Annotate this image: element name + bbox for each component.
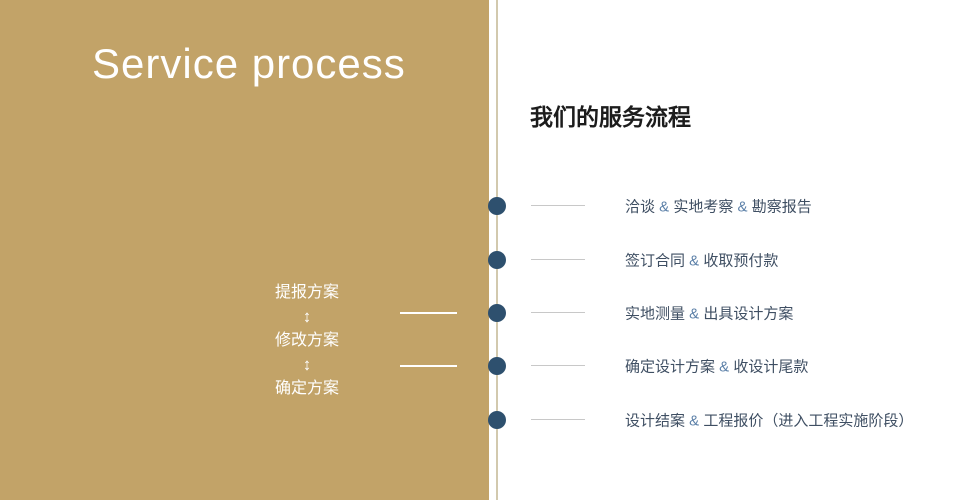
timeline-item-label: 签订合同 & 收取预付款: [625, 252, 779, 270]
timeline-dot: [488, 197, 506, 215]
cycle-step-label: 修改方案: [274, 332, 339, 349]
timeline-tick-line: [531, 419, 585, 420]
timeline-item-label: 确定设计方案 & 收设计尾款: [625, 358, 809, 376]
timeline-item-label: 设计结案 & 工程报价（进入工程实施阶段）: [625, 412, 914, 430]
timeline-tick-line: [531, 312, 585, 313]
ampersand-separator: &: [689, 252, 700, 270]
up-down-arrow-icon: ↕: [302, 355, 312, 374]
timeline-dot: [488, 304, 506, 322]
cycle-step-label: 确定方案: [274, 380, 339, 397]
timeline-dot: [488, 357, 506, 375]
ampersand-separator: &: [719, 358, 730, 376]
timeline-tick-line: [531, 259, 585, 260]
ampersand-separator: &: [689, 412, 700, 430]
page-title: Service process: [92, 40, 406, 87]
timeline-tick-line: [531, 365, 585, 366]
section-heading: 我们的服务流程: [530, 104, 691, 130]
ampersand-separator: &: [737, 198, 748, 216]
ampersand-separator: &: [689, 305, 700, 323]
plan-cycle: 提报方案 ↕ 修改方案 ↕ 确定方案: [252, 282, 362, 400]
timeline-tick-line: [531, 205, 585, 206]
timeline-dot: [488, 251, 506, 269]
cycle-step-label: 提报方案: [274, 284, 339, 301]
timeline-item-label: 洽谈 & 实地考察 & 勘察报告: [625, 198, 812, 216]
cycle-connector-line: [400, 312, 457, 314]
timeline-item-label: 实地测量 & 出具设计方案: [625, 305, 794, 323]
ampersand-separator: &: [659, 198, 670, 216]
up-down-arrow-icon: ↕: [302, 307, 312, 326]
left-panel: Service process 提报方案 ↕ 修改方案 ↕ 确定方案: [0, 0, 489, 500]
cycle-connector-line: [400, 365, 457, 367]
timeline-dot: [488, 411, 506, 429]
timeline-axis: [496, 0, 498, 500]
